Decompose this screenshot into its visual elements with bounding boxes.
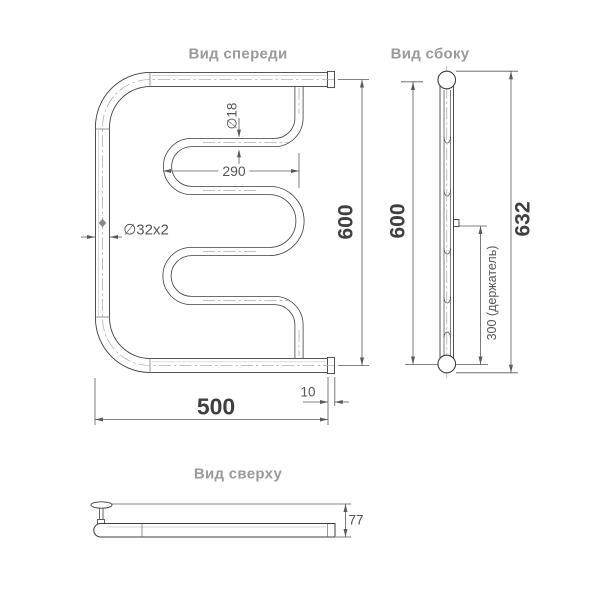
dim-front-width: 500	[196, 393, 236, 420]
dim-serpentine-width: 290	[218, 164, 250, 178]
top-pipe-end-circle	[437, 70, 457, 90]
front-view-title: Вид спереди	[188, 45, 288, 63]
top-view	[90, 501, 351, 538]
dim-top-depth: 77	[348, 512, 364, 528]
front-view	[81, 70, 369, 425]
pipe-inner-lines	[98, 75, 326, 363]
side-view	[401, 66, 518, 378]
top-view-title: Вид сверху	[193, 465, 283, 483]
side-dimension-lines	[412, 71, 512, 373]
top-pipe-body	[93, 523, 336, 538]
side-extension-lines	[401, 70, 518, 374]
dim-stub-offset: 10	[300, 384, 316, 400]
dim-front-height: 600	[334, 204, 358, 240]
wall-holder-bracket	[453, 219, 460, 227]
front-arrowheads	[87, 79, 364, 422]
holder-stem	[99, 508, 104, 520]
side-arrowheads	[411, 71, 513, 373]
top-arrowheads	[343, 504, 348, 537]
side-serpentine-profile	[443, 90, 451, 356]
bottom-pipe-end-circle	[437, 354, 457, 374]
dim-pipe-spec: ∅32x2	[123, 221, 169, 239]
holder-disc	[90, 501, 113, 509]
dim-serpentine-diameter: ∅18	[224, 102, 240, 130]
dim-holder-offset: 300 (держатель)	[484, 245, 499, 341]
dim-side-total-height: 632	[511, 201, 535, 237]
top-pipe-seams	[141, 523, 328, 537]
dim-side-height: 600	[386, 203, 410, 239]
centerline-marker-diamond	[98, 218, 107, 228]
side-view-title: Вид сбоку	[390, 45, 470, 63]
pipe-end-caps	[327, 70, 335, 375]
